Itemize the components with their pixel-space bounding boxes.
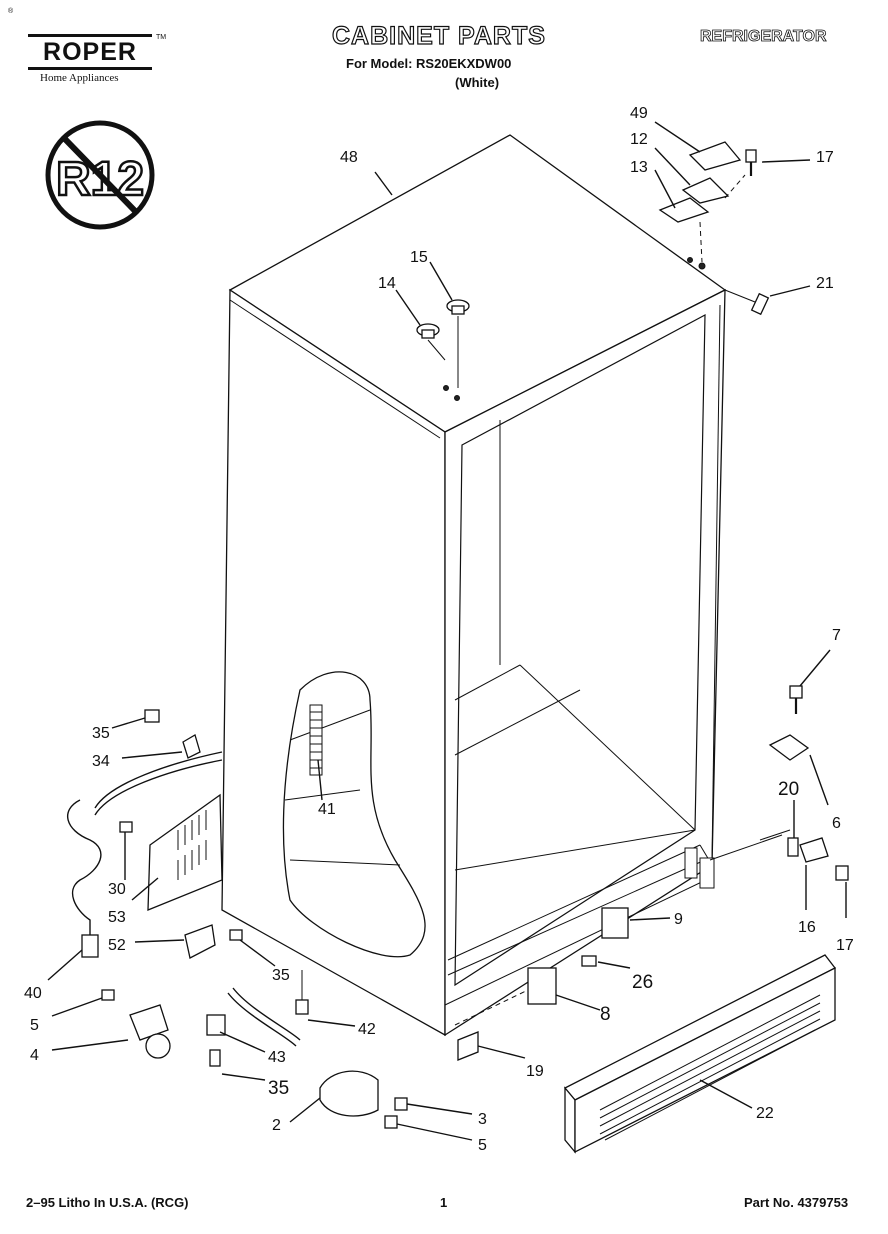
color-line: (White) (455, 75, 500, 90)
product-type: REFRIGERATOR (700, 28, 827, 46)
callout-5-bottom: 5 (478, 1137, 487, 1154)
callout-43: 43 (268, 1049, 286, 1066)
callout-48: 48 (340, 149, 358, 166)
callout-2: 2 (272, 1117, 281, 1134)
callout-3: 3 (478, 1111, 487, 1128)
callout-8: 8 (600, 1004, 611, 1025)
callout-30: 30 (108, 881, 126, 898)
footer-litho: 2–95 Litho In U.S.A. (RCG) (26, 1195, 189, 1210)
callout-53: 53 (108, 909, 126, 926)
callout-15: 15 (410, 249, 428, 266)
door-stop-group (709, 685, 849, 881)
callout-13: 13 (630, 159, 648, 176)
callout-5-left: 5 (30, 1017, 39, 1034)
callout-40: 40 (24, 985, 42, 1002)
registered-mark: ® (8, 8, 14, 15)
callout-22: 22 (756, 1105, 774, 1122)
top-hinge-group (658, 141, 770, 316)
callout-21: 21 (816, 275, 834, 292)
callout-35-left: 35 (92, 725, 110, 742)
r12-text: R12 (56, 153, 144, 206)
callout-34: 34 (92, 753, 110, 770)
brand-subtitle: Home Appliances (40, 72, 119, 84)
callout-17-bottom: 17 (836, 937, 854, 954)
callout-42: 42 (358, 1021, 376, 1038)
top-plugs (416, 299, 470, 401)
callout-35-middle: 35 (272, 967, 290, 984)
callout-52: 52 (108, 937, 126, 954)
callout-20: 20 (778, 779, 799, 800)
callout-9: 9 (674, 911, 683, 928)
bottom-parts (454, 907, 836, 1154)
page-title: CABINET PARTS (331, 21, 546, 50)
callout-6: 6 (832, 815, 841, 832)
prohibition-slash (60, 134, 140, 216)
callout-41: 41 (318, 801, 336, 818)
callout-26: 26 (632, 972, 653, 993)
callout-17-top: 17 (816, 149, 834, 166)
callout-12: 12 (630, 131, 648, 148)
callout-49: 49 (630, 105, 648, 122)
leader-lines (47, 121, 847, 1141)
callout-16: 16 (798, 919, 816, 936)
brand-logo: ROPER (28, 34, 152, 70)
r12-badge: R12 (45, 120, 155, 230)
part-number: Part No. 4379753 (744, 1195, 849, 1210)
callout-7: 7 (832, 627, 841, 644)
model-line: For Model: RS20EKXDW00 (346, 56, 512, 71)
callout-14: 14 (378, 275, 396, 292)
callout-35-bottom: 35 (268, 1078, 289, 1099)
callout-4: 4 (30, 1047, 39, 1064)
page-number: 1 (440, 1195, 448, 1210)
callout-labels: 48 49 12 13 17 21 15 14 7 6 20 16 17 9 2… (24, 105, 854, 1154)
brand-trademark: TM (156, 34, 167, 41)
left-side-parts (67, 709, 408, 1129)
cabinet-body (221, 134, 727, 1037)
callout-19: 19 (526, 1063, 544, 1080)
